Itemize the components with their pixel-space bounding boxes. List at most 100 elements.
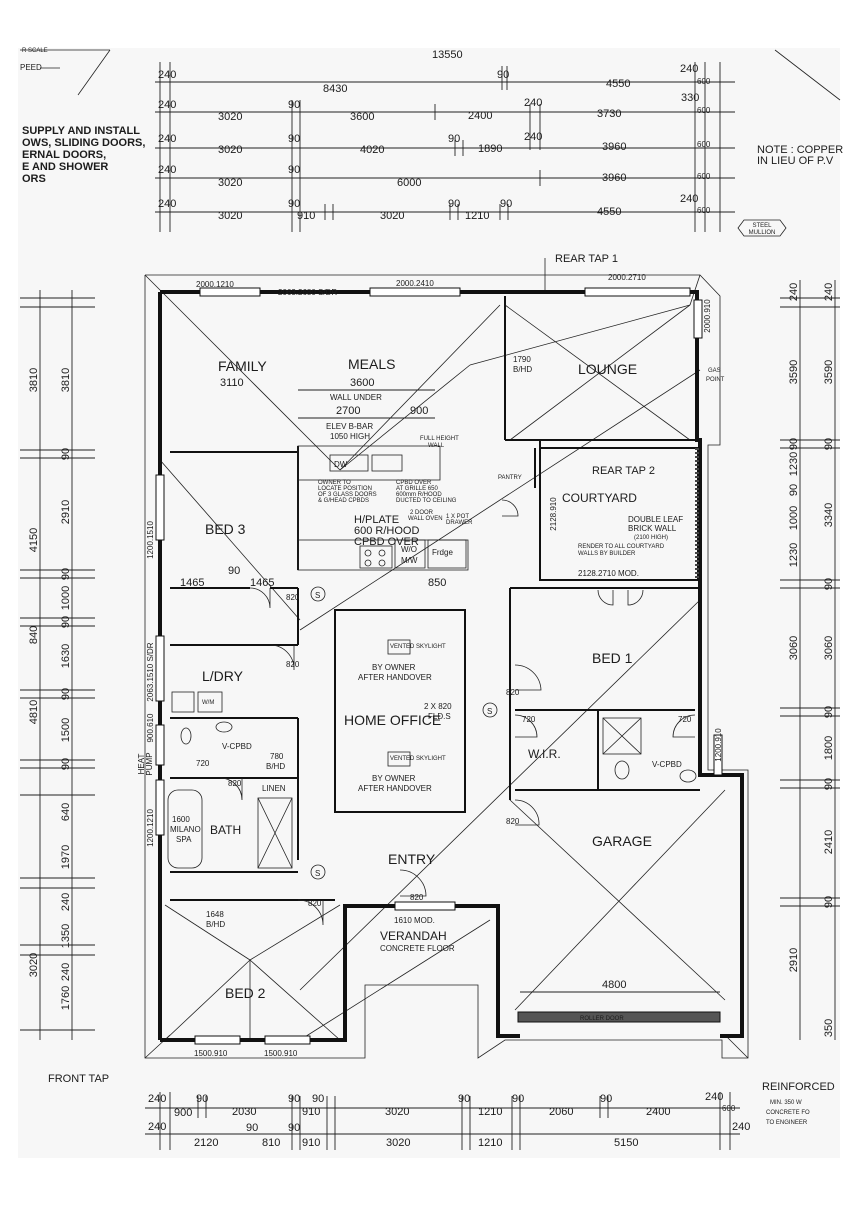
svg-text:V-CPBD: V-CPBD bbox=[652, 760, 682, 769]
svg-text:2060: 2060 bbox=[549, 1106, 573, 1118]
svg-text:240: 240 bbox=[524, 131, 542, 143]
dim-top-total: 13550 bbox=[432, 49, 463, 61]
svg-text:RENDER TO ALL COURTYARD: RENDER TO ALL COURTYARD bbox=[578, 544, 665, 550]
svg-text:SPA: SPA bbox=[176, 835, 192, 844]
svg-text:2410: 2410 bbox=[823, 830, 835, 854]
svg-text:1230: 1230 bbox=[788, 452, 800, 476]
reinforced-note: REINFORCED MIN. 350 W CONCRETE FO TO ENG… bbox=[762, 1081, 835, 1126]
svg-text:3810: 3810 bbox=[60, 368, 72, 392]
room-laundry: L/DRY bbox=[202, 668, 244, 684]
svg-text:240: 240 bbox=[680, 193, 698, 205]
svg-text:240: 240 bbox=[158, 164, 176, 176]
svg-text:240: 240 bbox=[823, 283, 835, 301]
svg-text:1050 HIGH: 1050 HIGH bbox=[330, 432, 370, 441]
room-meals: MEALS bbox=[348, 356, 395, 372]
svg-text:820: 820 bbox=[228, 779, 242, 788]
svg-text:90: 90 bbox=[788, 484, 800, 496]
svg-text:2030: 2030 bbox=[232, 1106, 256, 1118]
svg-text:1890: 1890 bbox=[478, 143, 502, 155]
svg-text:GAS: GAS bbox=[708, 368, 721, 374]
svg-text:2128.910: 2128.910 bbox=[549, 497, 558, 531]
svg-text:B/HD: B/HD bbox=[206, 920, 225, 929]
svg-text:90: 90 bbox=[448, 198, 460, 210]
svg-text:820: 820 bbox=[410, 893, 424, 902]
svg-text:90: 90 bbox=[823, 778, 835, 790]
svg-text:2910: 2910 bbox=[60, 500, 72, 524]
svg-text:90: 90 bbox=[458, 1093, 470, 1105]
svg-text:& G/HEAD CPBDS: & G/HEAD CPBDS bbox=[318, 498, 369, 504]
svg-text:600: 600 bbox=[697, 140, 711, 149]
svg-text:240: 240 bbox=[148, 1093, 166, 1105]
svg-text:1465: 1465 bbox=[250, 577, 274, 589]
svg-text:90: 90 bbox=[60, 688, 72, 700]
svg-text:3730: 3730 bbox=[597, 108, 621, 120]
svg-text:240: 240 bbox=[158, 69, 176, 81]
svg-text:IN LIEU OF P.V: IN LIEU OF P.V bbox=[757, 155, 834, 167]
svg-text:820: 820 bbox=[308, 899, 322, 908]
svg-text:3960: 3960 bbox=[602, 141, 626, 153]
svg-text:90: 90 bbox=[288, 1122, 300, 1134]
svg-text:ERNAL DOORS,: ERNAL DOORS, bbox=[22, 149, 106, 161]
svg-text:3590: 3590 bbox=[823, 360, 835, 384]
svg-text:90: 90 bbox=[500, 198, 512, 210]
svg-text:240: 240 bbox=[158, 198, 176, 210]
svg-text:600: 600 bbox=[697, 77, 711, 86]
svg-text:B/HD: B/HD bbox=[266, 762, 285, 771]
svg-text:820: 820 bbox=[286, 660, 300, 669]
svg-text:3960: 3960 bbox=[602, 172, 626, 184]
svg-text:3020: 3020 bbox=[385, 1106, 409, 1118]
svg-text:1210: 1210 bbox=[478, 1106, 502, 1118]
svg-text:600 R/HOOD: 600 R/HOOD bbox=[354, 525, 419, 537]
svg-text:600mm R/HOOD: 600mm R/HOOD bbox=[396, 492, 442, 498]
svg-text:900: 900 bbox=[174, 1107, 192, 1119]
svg-text:90: 90 bbox=[60, 616, 72, 628]
svg-text:1500: 1500 bbox=[60, 718, 72, 742]
svg-text:MILANO: MILANO bbox=[170, 825, 201, 834]
svg-text:240: 240 bbox=[158, 99, 176, 111]
room-family: FAMILY bbox=[218, 358, 267, 374]
svg-text:NOTE : COPPER: NOTE : COPPER bbox=[757, 144, 843, 156]
svg-text:2063.2680 S/DR: 2063.2680 S/DR bbox=[278, 288, 337, 297]
svg-text:90: 90 bbox=[288, 1093, 300, 1105]
svg-text:1200.910: 1200.910 bbox=[714, 728, 723, 762]
svg-text:REAR TAP 2: REAR TAP 2 bbox=[592, 465, 655, 477]
svg-text:820: 820 bbox=[286, 593, 300, 602]
svg-text:3020: 3020 bbox=[218, 177, 242, 189]
svg-text:90: 90 bbox=[60, 568, 72, 580]
speed-fragment: PEED bbox=[20, 63, 42, 72]
svg-text:90: 90 bbox=[288, 133, 300, 145]
svg-text:AFTER HANDOVER: AFTER HANDOVER bbox=[358, 673, 432, 682]
svg-text:900: 900 bbox=[410, 405, 428, 417]
svg-text:3060: 3060 bbox=[788, 636, 800, 660]
svg-text:90: 90 bbox=[448, 133, 460, 145]
svg-text:240: 240 bbox=[158, 133, 176, 145]
rear-tap-1-label: REAR TAP 1 bbox=[555, 253, 618, 265]
smoke-detector-1: S bbox=[315, 591, 320, 600]
svg-text:4550: 4550 bbox=[597, 206, 621, 218]
svg-text:VENTED SKYLIGHT: VENTED SKYLIGHT bbox=[390, 644, 446, 650]
left-dimensions: 3810 4150 840 4810 3020 3810 90 2910 90 … bbox=[20, 290, 95, 1040]
room-courtyard: COURTYARD bbox=[562, 491, 637, 505]
svg-text:DRAWER: DRAWER bbox=[446, 520, 473, 526]
svg-text:850: 850 bbox=[428, 577, 446, 589]
svg-text:3020: 3020 bbox=[218, 210, 242, 222]
svg-text:OWS, SLIDING DOORS,: OWS, SLIDING DOORS, bbox=[22, 137, 145, 149]
svg-text:POINT: POINT bbox=[706, 377, 725, 383]
svg-text:2400: 2400 bbox=[646, 1106, 670, 1118]
verandah-floor: CONCRETE FLOOR bbox=[380, 944, 455, 953]
svg-text:90: 90 bbox=[512, 1093, 524, 1105]
svg-text:2120: 2120 bbox=[194, 1137, 218, 1149]
svg-text:1610 MOD.: 1610 MOD. bbox=[394, 916, 435, 925]
svg-text:90: 90 bbox=[288, 99, 300, 111]
svg-text:1210: 1210 bbox=[465, 210, 489, 222]
supply-note: SUPPLY AND INSTALL OWS, SLIDING DOORS, E… bbox=[22, 125, 145, 185]
svg-text:910: 910 bbox=[302, 1137, 320, 1149]
svg-text:90: 90 bbox=[788, 438, 800, 450]
svg-text:90: 90 bbox=[228, 565, 240, 577]
svg-text:2000.1210: 2000.1210 bbox=[196, 280, 234, 289]
svg-text:2000.2410: 2000.2410 bbox=[396, 279, 434, 288]
svg-text:CONCRETE FO: CONCRETE FO bbox=[766, 1110, 810, 1116]
svg-text:240: 240 bbox=[788, 283, 800, 301]
